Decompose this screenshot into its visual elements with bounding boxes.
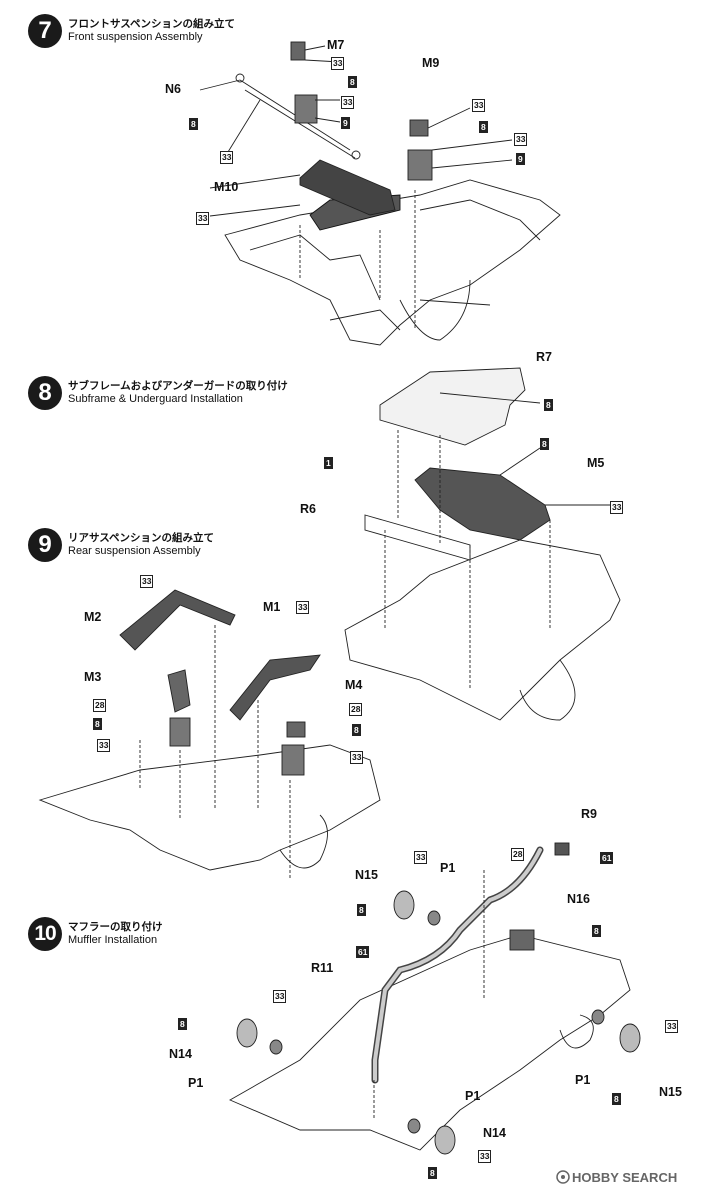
step-number: 10 bbox=[28, 917, 62, 951]
color-code: 1 bbox=[324, 457, 333, 469]
color-code: 33 bbox=[610, 501, 624, 514]
color-code: 33 bbox=[514, 133, 528, 146]
color-code: 9 bbox=[516, 153, 525, 165]
part-label: R6 bbox=[300, 502, 316, 516]
part-label: P1 bbox=[465, 1089, 481, 1103]
color-code: 33 bbox=[665, 1020, 679, 1033]
color-code: 8 bbox=[612, 1093, 621, 1105]
hobby-search-logo-icon bbox=[556, 1170, 570, 1184]
part-label: N14 bbox=[169, 1047, 192, 1061]
color-code: 33 bbox=[472, 99, 486, 112]
color-code: 8 bbox=[479, 121, 488, 133]
step-number: 7 bbox=[28, 14, 62, 48]
color-code: 33 bbox=[273, 990, 287, 1003]
color-code: 61 bbox=[600, 852, 614, 864]
color-code: 8 bbox=[352, 724, 361, 736]
color-code: 8 bbox=[348, 76, 357, 88]
step-title-en: Subframe & Underguard Installation bbox=[68, 393, 243, 405]
part-label: P1 bbox=[440, 861, 456, 875]
part-label: N15 bbox=[659, 1085, 682, 1099]
color-code: 8 bbox=[93, 718, 102, 730]
watermark: HOBBY SEARCH bbox=[572, 1170, 678, 1185]
color-code: 9 bbox=[341, 117, 350, 129]
color-code: 33 bbox=[196, 212, 210, 225]
part-label: N15 bbox=[355, 868, 378, 882]
color-code: 8 bbox=[189, 118, 198, 130]
step-number: 9 bbox=[28, 528, 62, 562]
part-label: R11 bbox=[311, 961, 334, 975]
part-label: M7 bbox=[327, 38, 345, 52]
part-label: M5 bbox=[587, 456, 605, 470]
color-code: 8 bbox=[544, 399, 553, 411]
color-code: 33 bbox=[220, 151, 234, 164]
color-code: 8 bbox=[540, 438, 549, 450]
color-code: 8 bbox=[178, 1018, 187, 1030]
color-code: 33 bbox=[341, 96, 355, 109]
part-label: N6 bbox=[165, 82, 181, 96]
part-label: P1 bbox=[575, 1073, 591, 1087]
step-title-en: Rear suspension Assembly bbox=[68, 545, 201, 557]
part-label: R7 bbox=[536, 350, 552, 364]
color-code: 28 bbox=[349, 703, 363, 716]
color-code: 33 bbox=[331, 57, 345, 70]
color-code: 33 bbox=[296, 601, 310, 614]
color-code: 61 bbox=[356, 946, 370, 958]
part-label: M1 bbox=[263, 600, 281, 614]
step-title-ja: マフラーの取り付け bbox=[68, 921, 163, 933]
part-label: M4 bbox=[345, 678, 363, 692]
color-code: 33 bbox=[414, 851, 428, 864]
step-title-en: Muffler Installation bbox=[68, 934, 158, 946]
color-code: 28 bbox=[93, 699, 107, 712]
step-title-ja: リアサスペンションの組み立て bbox=[68, 532, 215, 544]
color-code: 33 bbox=[140, 575, 154, 588]
color-code: 8 bbox=[357, 904, 366, 916]
step-title-ja: フロントサスペンションの組み立て bbox=[68, 18, 236, 30]
part-label: N16 bbox=[567, 892, 590, 906]
part-label: M3 bbox=[84, 670, 102, 684]
step-title-ja: サブフレームおよびアンダーガードの取り付け bbox=[68, 380, 288, 392]
part-label: R9 bbox=[581, 807, 597, 821]
color-code: 28 bbox=[511, 848, 525, 861]
color-code: 33 bbox=[97, 739, 111, 752]
color-code: 8 bbox=[428, 1167, 437, 1179]
step-number: 8 bbox=[28, 376, 62, 410]
part-label: M2 bbox=[84, 610, 102, 624]
part-label: N14 bbox=[483, 1126, 506, 1140]
step-title-en: Front suspension Assembly bbox=[68, 31, 203, 43]
color-code: 8 bbox=[592, 925, 601, 937]
color-code: 33 bbox=[350, 751, 364, 764]
color-code: 33 bbox=[478, 1150, 492, 1163]
part-label: M10 bbox=[214, 180, 239, 194]
part-label: M9 bbox=[422, 56, 440, 70]
part-label: P1 bbox=[188, 1076, 204, 1090]
